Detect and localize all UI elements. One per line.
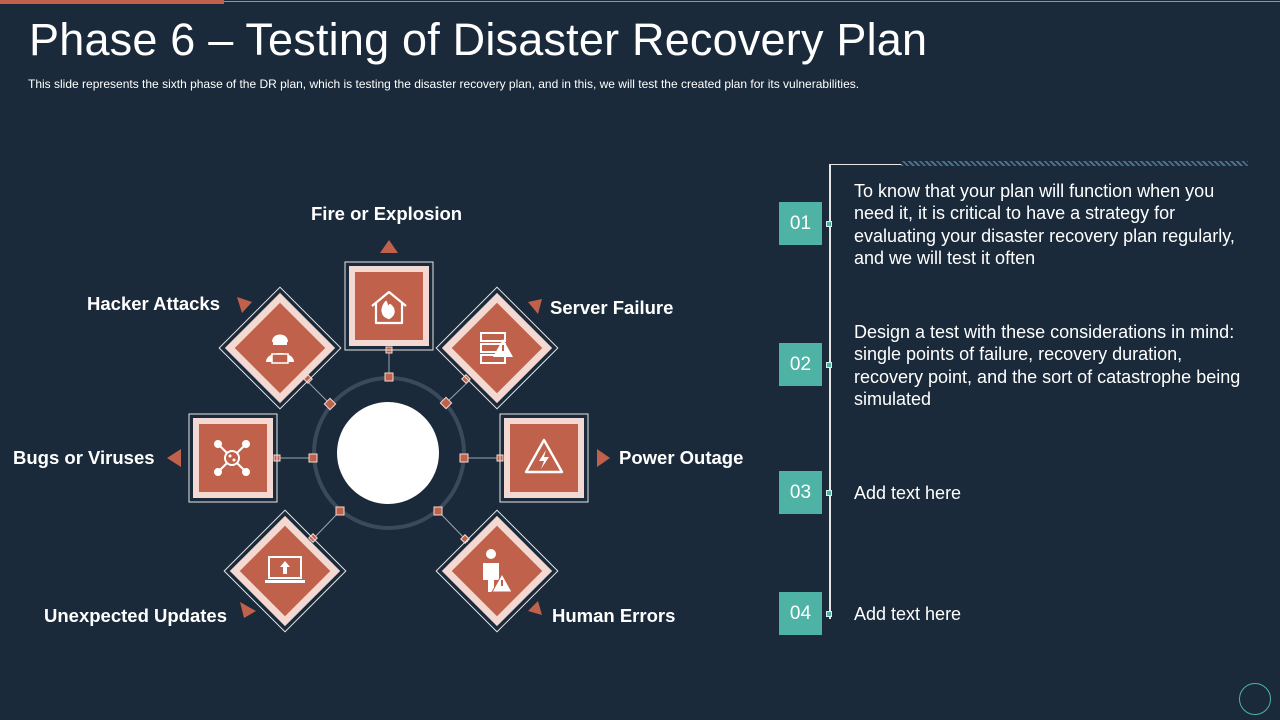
label-server-failure: Server Failure	[550, 297, 674, 318]
step-text-01: To know that your plan will function whe…	[854, 181, 1235, 269]
tile-human-errors	[435, 509, 559, 633]
step-text-04: Add text here	[854, 604, 962, 624]
tile-fire-or-explosion	[344, 261, 434, 351]
hatched-rule	[901, 161, 1248, 166]
timeline-dot	[826, 221, 832, 227]
power-warning-icon	[524, 438, 564, 474]
tile-power-outage	[499, 413, 589, 503]
label-fire-or-explosion: Fire or Explosion	[311, 203, 463, 224]
tile-unexpected-updates	[223, 509, 347, 633]
accent-bar	[0, 0, 224, 4]
pointer-arrows	[167, 240, 610, 618]
virus-icon	[214, 440, 250, 476]
tile-bugs-or-viruses	[188, 413, 278, 503]
label-unexpected-updates: Unexpected Updates	[44, 605, 227, 626]
hacker-icon	[266, 334, 294, 364]
step-number-04: 04	[779, 592, 822, 635]
laptop-upload-icon	[265, 556, 305, 583]
timeline-top-rule	[829, 164, 901, 165]
timeline-dot	[826, 362, 832, 368]
ring-nodes	[308, 372, 469, 516]
label-human-errors: Human Errors	[552, 605, 676, 626]
center-circle	[337, 402, 439, 504]
top-rule	[224, 1, 1280, 2]
timeline-line	[829, 164, 831, 619]
step-number-03: 03	[779, 471, 822, 514]
label-bugs-or-viruses: Bugs or Viruses	[13, 447, 155, 468]
label-hacker-attacks: Hacker Attacks	[87, 293, 221, 314]
tile-hacker-attacks	[218, 286, 342, 410]
fire-house-icon	[371, 290, 407, 325]
step-text-03: Add text here	[854, 483, 962, 503]
corner-circle-decoration	[1239, 683, 1271, 715]
timeline-dot	[826, 611, 832, 617]
step-number-02: 02	[779, 343, 822, 386]
step-number-01: 01	[779, 202, 822, 245]
step-text-02: Design a test with these considerations …	[854, 322, 1241, 410]
slide-title: Phase 6 – Testing of Disaster Recovery P…	[29, 14, 928, 65]
label-power-outage: Power Outage	[619, 447, 744, 468]
server-warning-icon	[480, 332, 513, 364]
person-warning-icon	[483, 549, 513, 593]
slide-subtitle: This slide represents the sixth phase of…	[28, 77, 860, 91]
timeline-dot	[826, 490, 832, 496]
